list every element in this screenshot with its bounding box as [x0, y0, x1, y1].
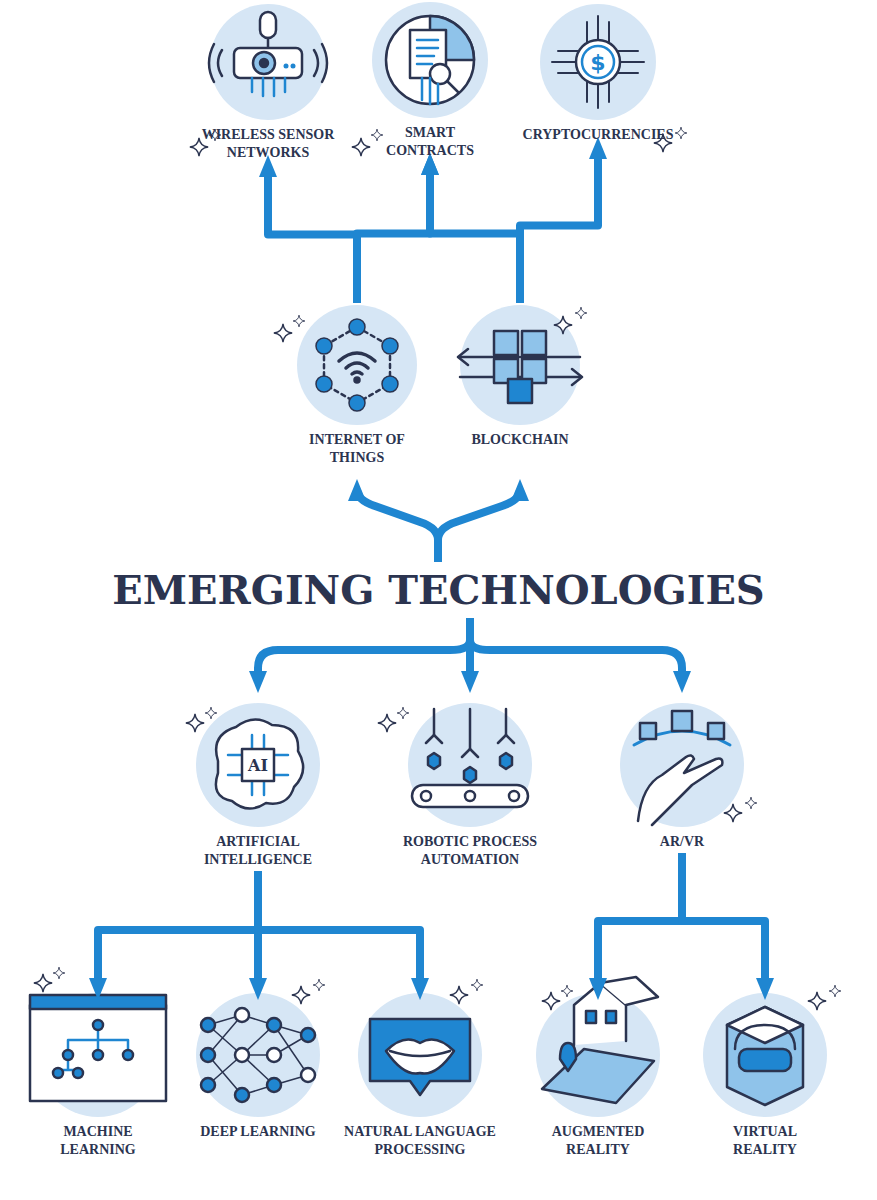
branch-arrow	[520, 148, 598, 303]
hand-icon	[634, 711, 730, 825]
branch-arrow	[258, 871, 420, 989]
node-label: BLOCKCHAIN	[455, 431, 585, 449]
tech-node: DEEP LEARNING	[198, 993, 318, 1141]
branch-arrow	[98, 871, 258, 989]
tech-node: WIRELESS SENSOR NETWORKS	[193, 4, 343, 162]
node-label: AUGMENTED REALITY	[533, 1123, 663, 1159]
ml-icon	[30, 995, 166, 1101]
branch-arrow	[268, 166, 357, 303]
node-label: SMART CONTRACTS	[370, 124, 490, 160]
node-circles	[36, 2, 827, 1117]
vr-icon	[727, 1007, 803, 1105]
tech-node: ROBOTIC PROCESS AUTOMATION	[385, 703, 555, 869]
tech-node: NATURAL LANGUAGE PROCESSING	[335, 993, 505, 1159]
iot-icon	[316, 319, 398, 411]
svg-text:$: $	[590, 50, 605, 75]
dl-icon	[201, 1008, 315, 1102]
tech-node: BLOCKCHAIN	[455, 305, 585, 449]
diagram-title: EMERGING TECHNOLOGIES	[0, 566, 877, 613]
tech-node: AR/VR	[617, 703, 747, 851]
node-label: INTERNET OF THINGS	[292, 431, 422, 467]
robot-icon	[412, 709, 528, 807]
nlp-icon	[370, 1019, 470, 1095]
tech-node: INTERNET OF THINGS	[292, 305, 422, 467]
node-label: ROBOTIC PROCESS AUTOMATION	[385, 833, 555, 869]
contract-icon	[386, 16, 474, 104]
tech-node: CRYPTOCURRENCIES	[513, 4, 683, 144]
branch-arrow	[430, 164, 520, 303]
node-label: MACHINE LEARNING	[38, 1123, 158, 1159]
node-label: NATURAL LANGUAGE PROCESSING	[335, 1123, 505, 1159]
tech-node: ARTIFICIAL INTELLIGENCE	[183, 703, 333, 869]
crypto-icon: $	[552, 16, 644, 108]
tech-node: VIRTUAL REALITY	[705, 993, 825, 1159]
svg-text:AI: AI	[247, 756, 268, 775]
blockchain-icon	[458, 331, 582, 403]
sensor-icon	[209, 12, 327, 96]
tech-node: AUGMENTED REALITY	[533, 993, 663, 1159]
ai-icon: AI	[216, 719, 303, 808]
node-label: CRYPTOCURRENCIES	[513, 126, 683, 144]
node-label: AR/VR	[617, 833, 747, 851]
branch-arrow	[682, 853, 765, 989]
node-label: VIRTUAL REALITY	[705, 1123, 825, 1159]
branch-arrow	[357, 164, 430, 303]
ar-icon	[542, 977, 658, 1103]
tech-node: MACHINE LEARNING	[38, 993, 158, 1159]
branch-arrow	[598, 853, 682, 989]
tech-node: SMART CONTRACTS	[370, 2, 490, 160]
node-label: WIRELESS SENSOR NETWORKS	[193, 126, 343, 162]
node-label: DEEP LEARNING	[198, 1123, 318, 1141]
node-label: ARTIFICIAL INTELLIGENCE	[183, 833, 333, 869]
